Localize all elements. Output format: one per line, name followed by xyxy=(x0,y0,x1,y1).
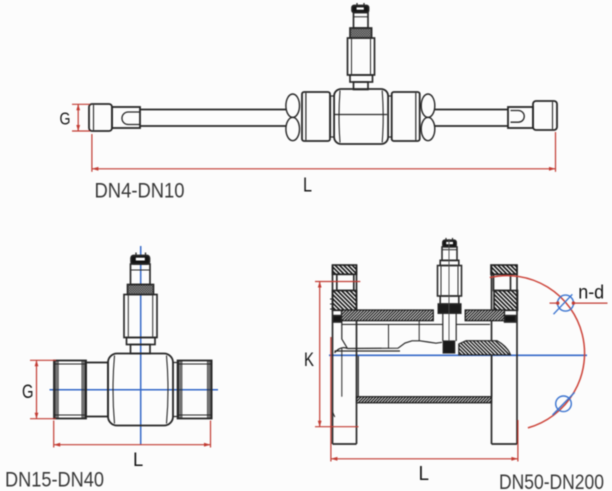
svg-text:DN15-DN40: DN15-DN40 xyxy=(5,469,104,491)
svg-text:DN4-DN10: DN4-DN10 xyxy=(95,180,185,203)
svg-text:G: G xyxy=(60,109,71,129)
svg-text:DN50-DN200: DN50-DN200 xyxy=(499,471,604,491)
svg-text:K: K xyxy=(304,350,314,371)
svg-text:n-d: n-d xyxy=(578,283,604,304)
svg-text:L: L xyxy=(133,450,143,471)
svg-text:L: L xyxy=(419,463,430,485)
svg-text:L: L xyxy=(303,175,312,197)
svg-text:G: G xyxy=(22,382,34,403)
